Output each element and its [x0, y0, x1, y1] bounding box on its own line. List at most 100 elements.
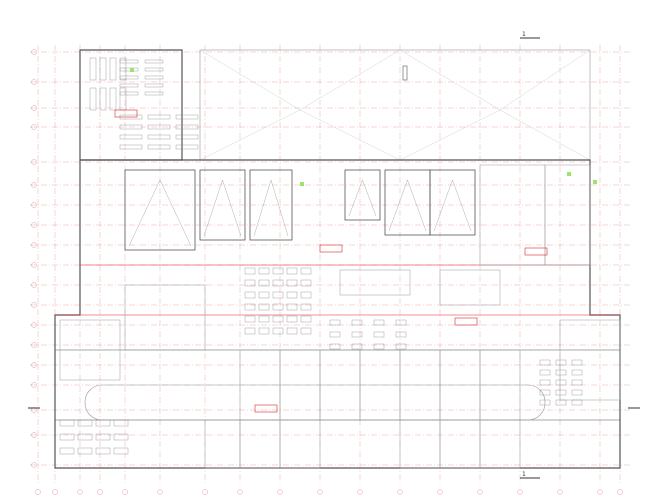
roof-area: [199, 49, 591, 161]
desk: [119, 144, 143, 150]
desk: [272, 303, 284, 311]
desk: [571, 379, 583, 386]
grid-bubble: [557, 489, 563, 495]
roof-hatch: [402, 65, 408, 81]
grid-bubble: [31, 342, 37, 348]
desk: [539, 399, 551, 406]
desk: [144, 83, 164, 88]
room: [479, 419, 521, 469]
grid-bubble: [31, 282, 37, 288]
grid-bubble: [202, 489, 208, 495]
desk: [109, 57, 117, 81]
room-tag: [319, 244, 343, 253]
desk: [244, 267, 256, 275]
desk: [539, 379, 551, 386]
desk: [300, 315, 312, 323]
desk: [258, 315, 270, 323]
desk: [99, 57, 107, 81]
desk: [77, 433, 93, 441]
grid-bubble: [77, 489, 83, 495]
room-tag: [114, 109, 138, 118]
desk: [286, 267, 298, 275]
room: [479, 164, 546, 266]
desk: [109, 87, 117, 111]
grid-bubble: [31, 362, 37, 368]
seating-rake: [388, 179, 427, 232]
desk: [244, 291, 256, 299]
desk: [147, 124, 171, 130]
desk: [77, 447, 93, 455]
seating-rake: [128, 179, 192, 247]
grid-bubble: [317, 489, 323, 495]
desk: [300, 291, 312, 299]
desk: [244, 315, 256, 323]
grid-bubble: [31, 302, 37, 308]
desk: [258, 267, 270, 275]
atrium-outline: [84, 384, 546, 421]
desk: [329, 343, 341, 350]
desk: [119, 67, 139, 72]
desk: [539, 389, 551, 396]
grid-bubble: [31, 124, 37, 130]
desk: [300, 267, 312, 275]
desk: [286, 303, 298, 311]
desk: [119, 91, 139, 96]
grid-bubble: [31, 382, 37, 388]
desk: [300, 279, 312, 287]
desk: [258, 303, 270, 311]
grid-bubble: [477, 489, 483, 495]
desk: [351, 319, 363, 326]
room: [339, 269, 411, 296]
desk: [286, 327, 298, 335]
main-building-outline: [54, 159, 621, 469]
grid-bubble: [31, 202, 37, 208]
desk: [373, 343, 385, 350]
desk: [119, 134, 143, 140]
desk: [286, 279, 298, 287]
desk: [373, 319, 385, 326]
room-tag: [454, 317, 478, 326]
desk: [395, 331, 407, 338]
highlight-marker: [300, 182, 304, 186]
room: [399, 419, 441, 469]
desk: [571, 389, 583, 396]
annotations: [114, 68, 597, 413]
highlight-marker: [567, 172, 571, 176]
desk: [95, 419, 111, 427]
room: [239, 419, 281, 469]
room: [439, 269, 501, 306]
grid-bubble: [617, 489, 623, 495]
section-marker-bottom-label: 1: [522, 471, 526, 478]
auditorium: [124, 169, 196, 251]
grid-bubble: [35, 489, 41, 495]
highlight-marker: [593, 180, 597, 184]
section-marker-top-label: 1: [522, 31, 526, 38]
desk: [89, 87, 97, 111]
room: [124, 284, 206, 351]
desk: [144, 91, 164, 96]
grid-lines: [30, 45, 632, 495]
desk: [258, 327, 270, 335]
desk: [539, 359, 551, 366]
room: [279, 419, 321, 469]
roof-ridge-line: [499, 109, 591, 161]
desk: [175, 134, 199, 140]
desk: [244, 303, 256, 311]
grid-bubble: [31, 49, 37, 55]
desk: [119, 59, 139, 64]
north-wing-outline: [79, 49, 183, 161]
grid-bubble: [437, 489, 443, 495]
auditorium: [429, 169, 476, 236]
desk: [571, 369, 583, 376]
seating-rake: [433, 179, 472, 232]
desk: [286, 291, 298, 299]
room-tag: [524, 247, 548, 256]
grid-bubble: [31, 79, 37, 85]
desk: [119, 83, 139, 88]
desk: [119, 124, 143, 130]
desk: [244, 279, 256, 287]
desk: [272, 291, 284, 299]
desk: [395, 319, 407, 326]
auditorium: [249, 169, 293, 241]
